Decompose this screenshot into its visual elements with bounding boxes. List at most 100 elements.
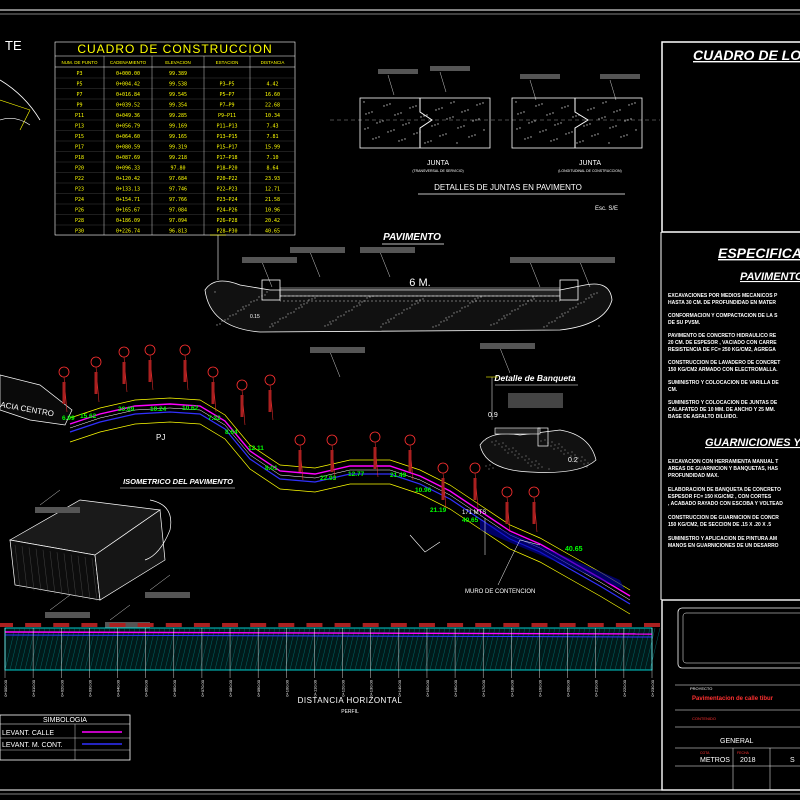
table-cell: 99.545 — [169, 92, 187, 98]
aggregate-dot — [605, 101, 607, 103]
aggregate-dot — [615, 125, 617, 127]
station-marker — [264, 374, 276, 386]
ground-hatch-dot — [551, 321, 553, 323]
ground-hatch-dot — [522, 304, 524, 306]
aggregate-dot — [608, 142, 610, 144]
ground-hatch-dot — [472, 301, 474, 303]
profile-tick-label: 0+190.00 — [537, 679, 542, 697]
drawing-label: CONTENIDO — [692, 716, 716, 721]
ground-hatch-dot — [518, 453, 520, 455]
annotation-text-block — [45, 612, 90, 618]
joint-right-sublabel: (LONGITUDINAL DE CONSTRUCCION) — [558, 169, 621, 173]
profile-hatch — [404, 627, 416, 671]
profile-hatch — [189, 627, 201, 671]
ground-hatch-dot — [274, 322, 276, 324]
ground-hatch-dot — [221, 320, 223, 322]
profile-hatch — [534, 627, 546, 671]
station-marker — [118, 346, 130, 358]
table-cell: 20.42 — [265, 218, 280, 224]
pavement-width-label: 6 M. — [409, 277, 430, 289]
aggregate-dot — [604, 116, 606, 118]
segment-distance-label: 12.77 — [348, 471, 365, 478]
corner-label: TE — [5, 38, 22, 53]
aggregate-dot — [579, 141, 581, 143]
table-cell: 97.746 — [169, 187, 187, 193]
spec-line: DE SU PVSM. — [668, 320, 701, 326]
ground-hatch-dot — [567, 452, 569, 454]
aggregate-dot — [478, 118, 480, 120]
annotation-text-block — [105, 622, 150, 628]
spec-line: SUMINISTRO Y COLOCACION DE JUNTAS DE — [668, 400, 778, 406]
ground-hatch-dot — [356, 305, 358, 307]
joint-slab — [359, 97, 491, 149]
table-cell: 10.96 — [265, 208, 280, 214]
project-label: PROYECTO — [690, 686, 712, 691]
ground-hatch-dot — [563, 453, 565, 455]
aggregate-dot — [534, 120, 536, 122]
annotation-leader — [379, 251, 391, 278]
annotation-leader — [39, 489, 61, 506]
aggregate-dot — [376, 122, 378, 124]
ground-hatch-dot — [525, 455, 527, 457]
profile-elevation-block — [475, 623, 492, 627]
aggregate-dot — [434, 124, 436, 126]
aggregate-dot — [557, 123, 559, 125]
street-survey-line — [69, 403, 631, 597]
location-box: CUADRO DE LOCA — [661, 41, 800, 233]
spec-line: HASTA 30 CM. DE PROFUNDIDAD EN MATER — [668, 300, 776, 306]
aggregate-dot — [449, 117, 451, 119]
aggregate-dot — [445, 133, 447, 135]
aggregate-dot — [564, 106, 566, 108]
curb — [537, 427, 549, 447]
ground-hatch-dot — [506, 314, 508, 316]
profile-hatch — [169, 627, 181, 671]
profile-tick-label: 0+230.00 — [650, 679, 655, 697]
segment-distance-label: 8.01 — [265, 465, 278, 472]
table-cell: P15 — [75, 134, 84, 140]
table-header-cell: NUM. DE PUNTO — [62, 60, 98, 65]
profile-street-line — [4, 631, 653, 635]
aggregate-dot — [535, 105, 537, 107]
length-label: 171 MTS — [462, 510, 486, 516]
profile-hatch — [584, 627, 596, 671]
profile-hatch — [219, 627, 231, 671]
ground-hatch-dot — [493, 323, 495, 325]
annotation-text-block — [378, 69, 418, 74]
profile-tick-label: 0+150.00 — [425, 679, 430, 697]
station-marker — [236, 379, 248, 391]
project-value: Pavimentacion de calle tibur — [692, 696, 774, 702]
segment-distance-label: 40.65 — [462, 517, 479, 524]
profile-hatch — [204, 627, 216, 671]
table-cell: 0+064.60 — [116, 134, 140, 140]
aggregate-dot — [461, 111, 463, 113]
aggregate-dot — [457, 127, 459, 129]
table-cell: P18—P20 — [216, 166, 237, 172]
ground-hatch-dot — [417, 302, 419, 304]
aggregate-dot — [523, 111, 525, 113]
ground-hatch-dot — [301, 306, 303, 308]
ground-hatch-dot — [557, 447, 559, 449]
table-cell: P24—P26 — [216, 208, 237, 214]
aggregate-dot — [426, 114, 428, 116]
pavement-title: PAVIMENTO — [383, 232, 441, 243]
pj-label: PJ — [156, 433, 165, 442]
iso-hatch — [70, 554, 77, 598]
curb-right — [559, 279, 579, 301]
profile-hatch — [159, 627, 171, 671]
ground-hatch-dot — [409, 307, 411, 309]
table-cell: 0+120.42 — [116, 176, 140, 182]
table-cell: 99.389 — [169, 71, 187, 77]
ground-hatch-dot — [390, 318, 392, 320]
segment-distance-label: 20.69 — [118, 406, 135, 413]
table-cell: P26 — [75, 208, 84, 214]
table-cell: P23—P24 — [216, 197, 237, 203]
station-marker — [469, 462, 481, 474]
ground-hatch-dot — [358, 302, 360, 304]
annotation-leader — [609, 79, 617, 101]
ground-hatch-dot — [593, 293, 595, 295]
aggregate-dot — [363, 101, 365, 103]
ground-hatch-dot — [560, 450, 562, 452]
profile-hatch — [164, 627, 176, 671]
aggregate-dot — [405, 123, 407, 125]
ground-hatch-dot — [583, 301, 585, 303]
